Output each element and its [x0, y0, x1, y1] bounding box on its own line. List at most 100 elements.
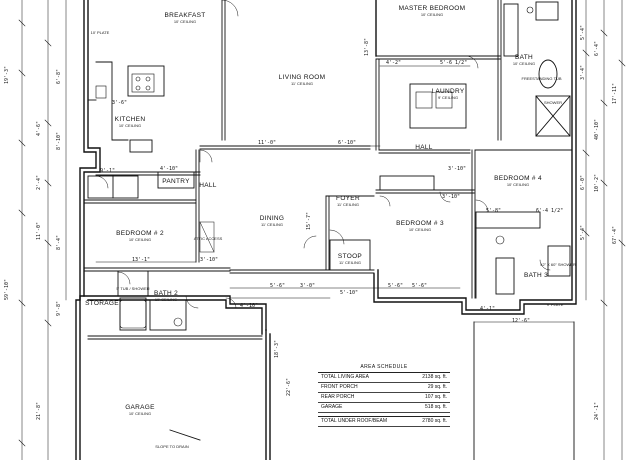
room-label-foyer: FOYER [336, 195, 360, 202]
room-label-bedroom-2: BEDROOM # 2 [116, 230, 164, 237]
room-label-breakfast: BREAKFAST [164, 12, 206, 19]
dim-13-8: 13'-8" [364, 37, 370, 56]
dim-8-10: 8'-10" [56, 131, 62, 150]
dim-21-8: 21'-8" [36, 401, 42, 420]
dim-5-4-b: 5'-4" [580, 224, 586, 240]
dim-3-10: 3'-10" [200, 257, 219, 263]
dim-3-0: 3'-0" [300, 283, 316, 289]
dim-59-10: 59'-10" [4, 278, 10, 300]
dim-24-1: 24'-1" [594, 401, 600, 420]
dim-5-6-a: 5'-6" [270, 283, 286, 289]
room-label-dining: DINING [259, 215, 285, 222]
dim-18-3: 18'-3" [274, 339, 280, 358]
dim-6-10: 6'-10" [338, 140, 357, 146]
area-row-value: 107 sq. ft. [425, 394, 447, 400]
room-label-bath-3: BATH 3 [523, 272, 549, 279]
dim-5-8: 5'-8" [486, 208, 502, 214]
area-row-label: REAR PORCH [321, 394, 355, 400]
room-ceiling-master-bedroom: 10' CEILING [420, 12, 444, 17]
note-attic-access: ATTIC ACCESS [193, 236, 223, 241]
room-ceiling-bedroom-3: 10' CEILING [408, 227, 432, 232]
dim-4-6: 4'-6" [36, 120, 42, 136]
dim-5-10: 5'-10" [340, 290, 359, 296]
area-row-value: 29 sq. ft. [427, 384, 447, 390]
room-ceiling-bedroom-2: 10' CEILING [128, 237, 152, 242]
dim-3-10-b: 3'-10" [442, 194, 461, 200]
note-plate-9: 9' PLATE [546, 302, 564, 307]
note-freestanding-tub: FREESTANDING TUB [521, 76, 562, 81]
room-ceiling-laundry: 9' CEILING [437, 95, 459, 100]
room-label-storage: STORAGE [85, 300, 119, 307]
interior-walls [83, 0, 575, 460]
area-row-front-porch: FRONT PORCH 29 sq. ft. [318, 383, 450, 393]
dim-4-1: 4'-1" [480, 306, 496, 312]
dim-5-6-b: 5'-6" [388, 283, 404, 289]
area-row-total: TOTAL UNDER ROOF/BEAM 2780 sq. ft. [318, 416, 450, 427]
room-label-kitchen: KITCHEN [114, 116, 146, 123]
note-plate-10: 10' PLATE [90, 30, 110, 35]
room-label-pantry: PANTRY [162, 178, 190, 185]
area-row-label: FRONT PORCH [321, 384, 358, 390]
area-row-value: 518 sq. ft. [425, 404, 447, 410]
dim-8-4: 8'-4" [56, 234, 62, 250]
dim-3-4: 3'-4" [580, 64, 586, 80]
dim-4-10: 4'-10" [160, 166, 179, 172]
room-label-hall-upper: HALL [415, 144, 433, 151]
dim-6-4-half: 6'-4 1/2" [536, 208, 564, 214]
note-shower: SHOWER [544, 100, 562, 105]
fixtures [95, 6, 534, 329]
room-label-hall-left: HALL [199, 182, 217, 189]
room-label-master-bedroom: MASTER BEDROOM [398, 5, 466, 12]
room-ceiling-breakfast: 10' CEILING [173, 19, 197, 24]
area-total-label: TOTAL UNDER ROOF/BEAM [321, 418, 388, 424]
exterior-walls [75, 0, 577, 460]
dim-15-7: 15'-7" [306, 211, 312, 230]
dim-4-10-b: 4'-10" [240, 303, 259, 309]
room-label-laundry: LAUNDRY [431, 88, 465, 95]
note-tub-shower: 5' TUB / SHOWER [116, 286, 150, 291]
dim-6-0: 6'-0" [580, 174, 586, 190]
area-row-living: TOTAL LIVING AREA 2138 sq. ft. [318, 373, 450, 383]
area-row-garage: GARAGE 518 sq. ft. [318, 403, 450, 413]
room-ceiling-dining: 11' CEILING [260, 222, 284, 227]
room-ceiling-stoop: 11' CEILING [338, 260, 362, 265]
room-label-garage: GARAGE [125, 404, 155, 411]
room-ceiling-garage: 10' CEILING [128, 411, 152, 416]
dim-10-2: 10'-2" [594, 173, 600, 192]
area-schedule-title: AREA SCHEDULE [318, 362, 450, 373]
room-ceiling-foyer: 11' CEILING [336, 202, 360, 207]
dim-19-3: 19'-3" [4, 65, 10, 84]
room-label-bedroom-4: BEDROOM # 4 [494, 175, 542, 182]
room-label-stoop: STOOP [337, 253, 363, 260]
area-row-label: TOTAL LIVING AREA [321, 374, 369, 380]
note-slope-to-drain: SLOPE TO DRAIN [155, 444, 189, 449]
room-label-bedroom-3: BEDROOM # 3 [396, 220, 444, 227]
dim-11-0: 11'-0" [258, 140, 277, 146]
dim-40-10: 40'-10" [594, 118, 600, 140]
room-label-bath-2: BATH 2 [153, 290, 179, 297]
dim-11-0-v: 11'-0" [36, 221, 42, 240]
room-ceiling-bath-2: 10' CEILING [154, 297, 178, 302]
area-row-rear-porch: REAR PORCH 107 sq. ft. [318, 393, 450, 403]
dim-9-8: 9'-8" [56, 300, 62, 316]
dim-12-6: 12'-6" [512, 318, 531, 324]
dim-5-6-half: 5'-6 1/2" [440, 60, 468, 66]
dim-6-4: 6'-4" [594, 40, 600, 56]
dim-2-4: 2'-4" [36, 174, 42, 190]
dim-67-4: 67'-4" [612, 225, 618, 244]
room-ceiling-kitchen: 10' CEILING [118, 123, 142, 128]
room-label-living-room: LIVING ROOM [278, 74, 326, 81]
room-ceiling-living-room: 11' CEILING [290, 81, 314, 86]
area-schedule-table: AREA SCHEDULE TOTAL LIVING AREA 2138 sq.… [318, 362, 450, 427]
area-row-label: GARAGE [321, 404, 343, 410]
attic-access [199, 221, 215, 253]
dim-13-1: 13'-1" [132, 257, 151, 263]
room-ceiling-bath-master: 10' CEILING [512, 61, 536, 66]
room-label-bath-master: BATH [514, 54, 534, 61]
dim-22-6: 22'-6" [286, 377, 292, 396]
dim-6-8: 6'-8" [56, 68, 62, 84]
dim-17-11: 17'-11" [612, 82, 618, 104]
dim-5-6-c: 5'-6" [412, 283, 428, 289]
dim-3-10-c: 3'-10" [448, 166, 467, 172]
dim-9-1: 9'-1" [100, 168, 116, 174]
